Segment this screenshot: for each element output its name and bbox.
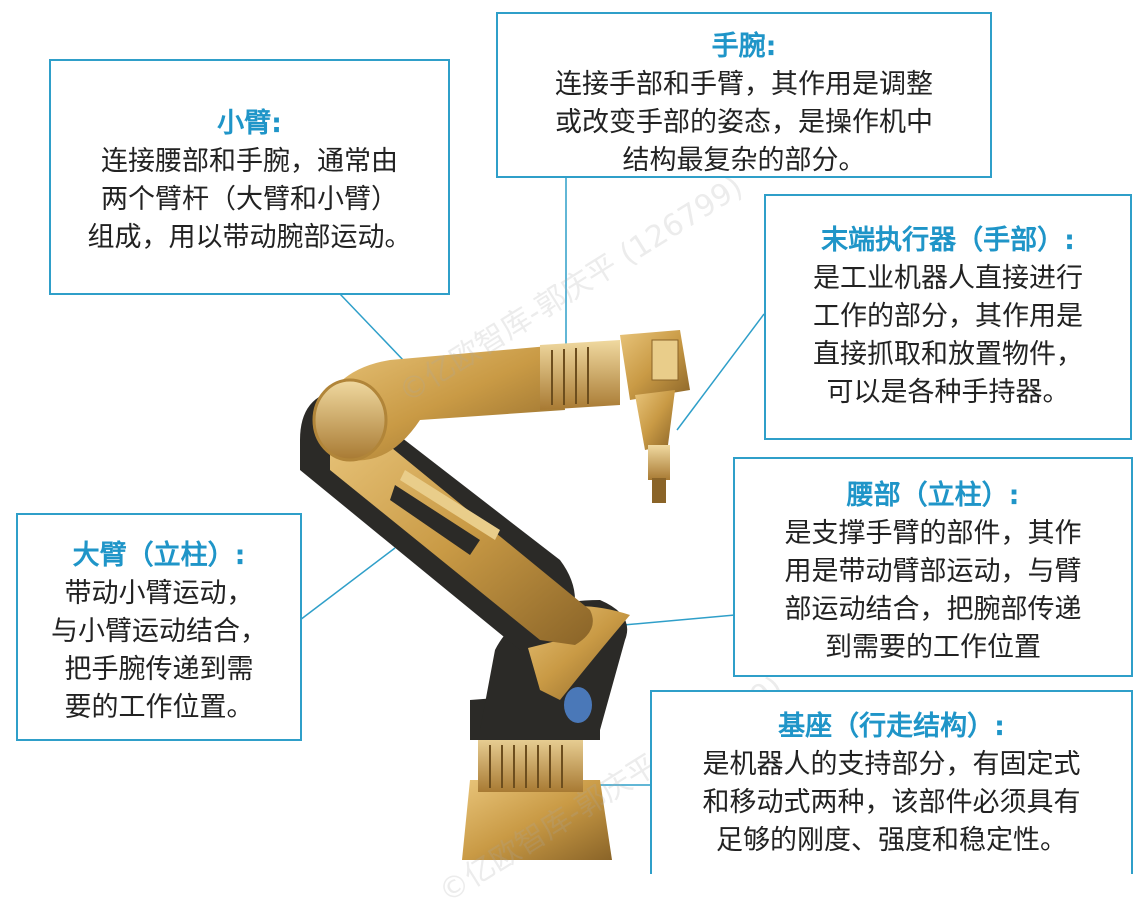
label-waist-line: 到需要的工作位置 [825, 632, 1041, 663]
label-waist-line: 是支撑手臂的部件，其作 [784, 518, 1082, 549]
label-upper-arm-line: 把手腕传递到需 [64, 654, 254, 685]
label-end-effector-line: 是工业机器人直接进行 [813, 263, 1083, 294]
leader-lines [299, 178, 765, 786]
label-upper-arm-line: 要的工作位置。 [64, 692, 254, 723]
label-forearm-line: 连接腰部和手腕，通常由 [101, 146, 398, 177]
label-base-title: 基座（行走结构）: [778, 711, 1005, 742]
label-base-line: 和移动式两种，该部件必须具有 [702, 787, 1081, 818]
label-upper-arm: 大臂（立柱）: 带动小臂运动， 与小臂运动结合， 把手腕传递到需 要的工作位置。 [16, 513, 302, 741]
label-upper-arm-line: 带动小臂运动， [64, 578, 254, 609]
label-end-effector-line: 工作的部分，其作用是 [813, 301, 1083, 332]
label-upper-arm-line: 与小臂运动结合， [51, 616, 267, 647]
label-forearm: 小臂: 连接腰部和手腕，通常由 两个臂杆（大臂和小臂） 组成，用以带动腕部运动。 [49, 59, 450, 295]
label-base-line: 是机器人的支持部分，有固定式 [702, 749, 1081, 780]
label-wrist-title: 手腕: [711, 31, 777, 62]
leader-line-waist [611, 614, 736, 627]
label-waist-title: 腰部（立柱）: [846, 480, 1020, 511]
label-waist: 腰部（立柱）: 是支撑手臂的部件，其作 用是带动臂部运动，与臂 部运动结合，把腕… [733, 457, 1133, 677]
label-end-effector-title: 末端执行器（手部）: [821, 225, 1075, 256]
leader-line-forearm [339, 293, 406, 363]
label-wrist-line: 连接手部和手臂，其作用是调整 [555, 69, 933, 100]
label-forearm-title: 小臂: [217, 108, 282, 139]
label-forearm-line: 组成，用以带动腕部运动。 [87, 222, 412, 253]
label-waist-line: 部运动结合，把腕部传递 [784, 594, 1082, 625]
label-wrist-line: 结构最复杂的部分。 [622, 145, 866, 176]
industrial-robot-illustration [299, 178, 765, 860]
leader-line-end-effector [676, 313, 765, 431]
label-forearm-line: 两个臂杆（大臂和小臂） [101, 184, 398, 215]
label-base-line: 足够的刚度、强度和稳定性。 [716, 825, 1067, 856]
robot-wrist [620, 330, 690, 450]
label-wrist: 手腕: 连接手部和手臂，其作用是调整 或改变手部的姿态，是操作机中 结构最复杂的… [496, 12, 992, 178]
label-end-effector-line: 可以是各种手持器。 [826, 377, 1070, 408]
leader-line-upper-arm [299, 547, 396, 621]
label-end-effector-line: 直接抓取和放置物件， [813, 339, 1083, 370]
label-upper-arm-title: 大臂（立柱）: [72, 540, 246, 571]
robot-forearm [312, 340, 620, 462]
label-base: 基座（行走结构）: 是机器人的支持部分，有固定式 和移动式两种，该部件必须具有 … [650, 690, 1133, 874]
robot-end-effector [648, 445, 670, 503]
label-end-effector: 末端执行器（手部）: 是工业机器人直接进行 工作的部分，其作用是 直接抓取和放置… [764, 194, 1132, 440]
label-wrist-line: 或改变手部的姿态，是操作机中 [555, 107, 933, 138]
robot-arm-diagram: ©亿欧智库-郭庆平 (126799) ©亿欧智库-郭庆平 (126799) 小臂… [16, 12, 1133, 910]
label-waist-line: 用是带动臂部运动，与臂 [784, 556, 1082, 587]
